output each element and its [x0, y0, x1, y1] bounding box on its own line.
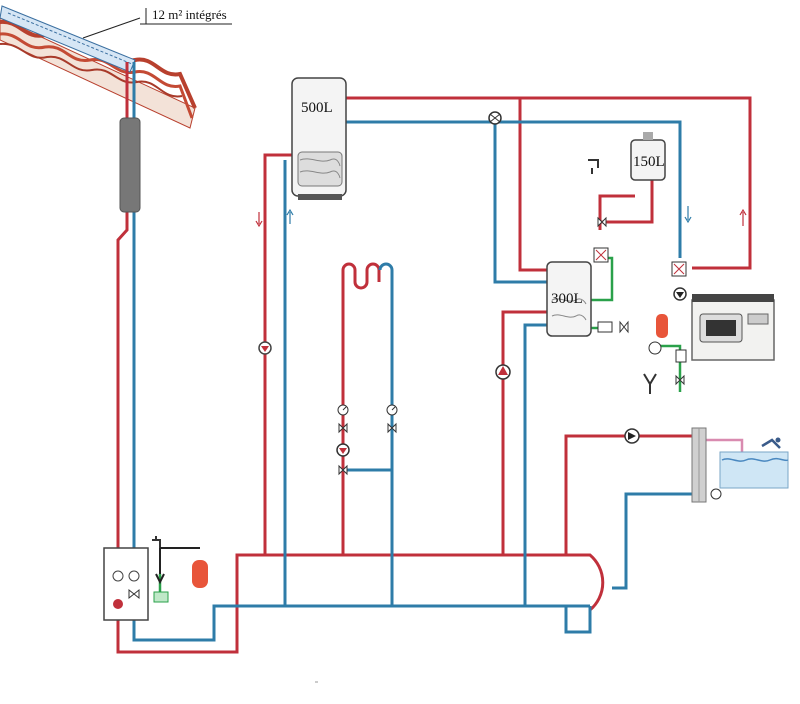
- valve-icon: [597, 216, 607, 228]
- collection-container-icon: [153, 591, 169, 603]
- tank-150l: 150L: [630, 132, 666, 181]
- pump-icon: [624, 428, 640, 444]
- thermostatic-mixing-valve-icon: [593, 247, 609, 263]
- collector-label-callout: 12 m² intégrés: [82, 7, 232, 39]
- swimmer-icon: [761, 438, 781, 449]
- flow-arrow: [286, 208, 294, 224]
- tank-500l: 500L: [291, 77, 347, 200]
- flow-arrow: [684, 206, 692, 224]
- three-way-valve-icon: [488, 111, 502, 125]
- tap-icon: [588, 159, 599, 174]
- collector-label: 12 m² intégrés: [152, 7, 227, 22]
- tank-300l: 300L: [546, 261, 592, 337]
- flow-arrow: [739, 208, 747, 226]
- solar-collector: [0, 5, 136, 73]
- valve-icon: [128, 588, 140, 600]
- tank-500l-label: 500L: [301, 100, 333, 116]
- wood-stove-icon: [691, 294, 775, 361]
- pump-icon: [495, 364, 511, 380]
- valve-icon: [338, 464, 348, 476]
- valve-icon: [387, 422, 397, 434]
- green-pipes: [158, 256, 682, 596]
- solar-station: [103, 547, 149, 621]
- pump-icon: [113, 599, 123, 609]
- pump-icon: [258, 341, 272, 355]
- tap-icon: [152, 536, 161, 548]
- gauge-icon: [337, 404, 349, 416]
- hot-pipes: [116, 62, 752, 654]
- pink-pipe: [706, 438, 744, 452]
- gauge-icon: [648, 341, 662, 355]
- heat-exchanger-icon: [691, 427, 722, 503]
- insulated-pipe-sleeve: [119, 117, 141, 213]
- gauge-icon: [128, 570, 140, 582]
- safety-valve-icon: [155, 573, 165, 585]
- gauge-icon: [386, 404, 398, 416]
- pump-icon: [336, 443, 350, 457]
- solar-expansion-kit: [152, 536, 208, 603]
- thermostatic-mixing-valve-icon: [671, 261, 687, 277]
- stove-safety-group: [643, 314, 687, 394]
- pump-icon: [710, 488, 722, 500]
- roof: [0, 17, 197, 129]
- gauge-icon: [112, 570, 124, 582]
- flow-arrow: [255, 212, 263, 228]
- expansion-vessel-icon: [656, 314, 668, 338]
- tank-300l-label: 300L: [551, 291, 583, 307]
- cold-pipes: [132, 62, 692, 642]
- tank-150l-label: 150L: [633, 154, 665, 170]
- expansion-vessel-icon: [192, 560, 208, 588]
- pump-icon: [673, 287, 687, 301]
- valve-icon: [675, 374, 685, 386]
- valve-icon: [338, 422, 348, 434]
- check-valve-icon: [597, 320, 629, 334]
- safety-valve-icon: [643, 373, 657, 394]
- swimming-pool: [719, 437, 789, 489]
